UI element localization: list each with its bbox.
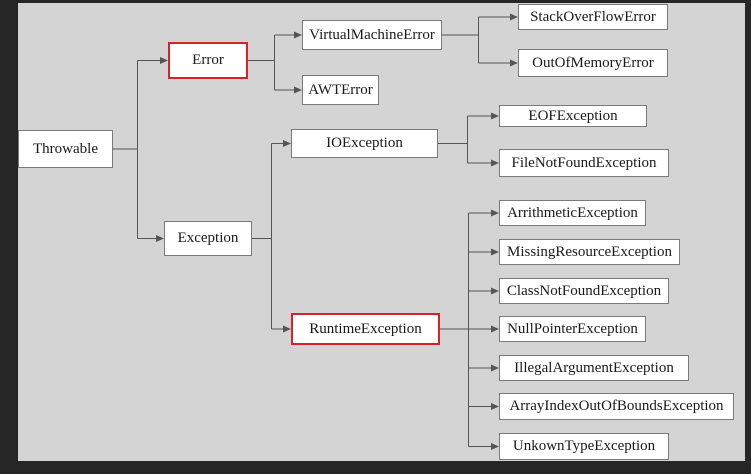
node-io-exception: IOException — [291, 129, 438, 158]
node-missing-resource-exception: MissingResourceException — [499, 239, 680, 265]
node-throwable: Throwable — [18, 130, 113, 168]
node-exception: Exception — [164, 221, 252, 256]
node-stack-overflow-error: StackOverFlowError — [518, 4, 668, 30]
node-file-not-found-exception: FileNotFoundException — [499, 149, 669, 177]
node-arithmetic-exception: ArrithmeticException — [499, 200, 646, 226]
node-unknown-type-exception: UnkownTypeException — [499, 433, 669, 460]
node-eof-exception: EOFException — [499, 105, 647, 127]
node-out-of-memory-error: OutOfMemoryError — [518, 49, 668, 77]
node-null-pointer-exception: NullPointerException — [499, 316, 646, 342]
node-array-index-out-of-bounds-exception: ArrayIndexOutOfBoundsException — [499, 393, 734, 420]
node-illegal-argument-exception: IllegalArgumentException — [499, 355, 689, 381]
node-virtual-machine-error: VirtualMachineError — [302, 20, 442, 50]
node-awt-error: AWTError — [302, 75, 379, 105]
node-error: Error — [168, 42, 248, 79]
node-runtime-exception: RuntimeException — [291, 313, 440, 345]
diagram-canvas — [18, 3, 745, 461]
node-class-not-found-exception: ClassNotFoundException — [499, 278, 669, 304]
